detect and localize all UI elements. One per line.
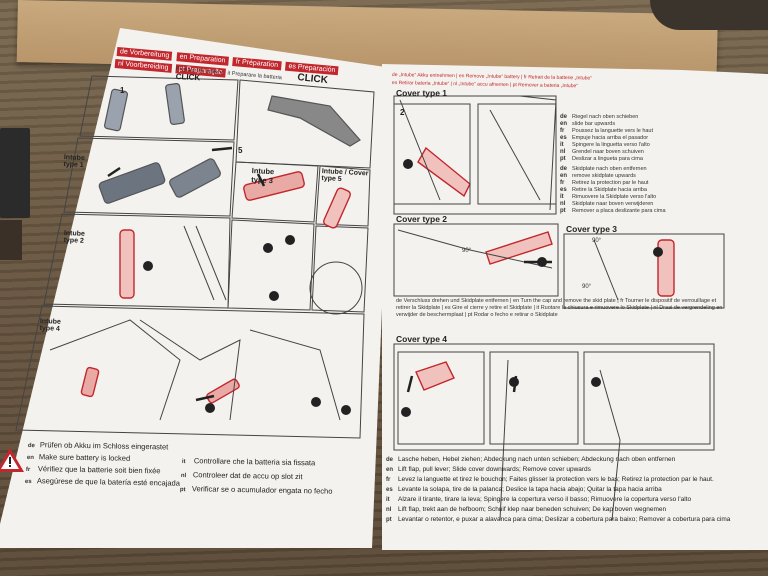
panel-label-intube-4: Intube type 4: [39, 318, 61, 333]
cover-2-3-caption: de Verschluss drehen und Skidplate entfe…: [396, 298, 723, 318]
cover-type-1-label: Cover type 1: [396, 88, 448, 98]
warning-triangle-icon: [0, 448, 24, 472]
cover-type-2-label: Cover type 2: [396, 214, 448, 224]
left-panel-frames: [15, 75, 375, 439]
black-object-left: [0, 128, 30, 218]
step-4-label: 4: [270, 292, 275, 301]
step-3-label: 3: [592, 378, 597, 387]
click-label-1: CLICK: [175, 72, 201, 83]
angle-label-3: 90°: [582, 284, 592, 290]
step-5-label: 5: [238, 146, 243, 155]
step-1-label: 1: [120, 86, 125, 95]
header-fr: fr Préparation: [232, 57, 282, 71]
panel-label-intube-1: Intube type 1: [63, 154, 85, 170]
panel-label-intube-5: Intube / Cover type 5: [321, 168, 369, 184]
panel-label-intube-2: Intube type 2: [63, 230, 85, 245]
step-number-markers: [143, 159, 663, 417]
cover-type-4-label: Cover type 4: [396, 334, 448, 344]
red-highlights: [80, 146, 675, 404]
panel-label-intube-3: Intube type 3: [251, 166, 275, 186]
manual-right-page: [382, 64, 768, 550]
battery-drawings: [98, 83, 361, 204]
dark-object: [650, 0, 768, 30]
header-nl: nl Voorbereiding: [114, 58, 172, 73]
right-panel-frames: [393, 95, 725, 451]
angle-label-2: 90°: [592, 238, 602, 244]
angle-label-1: 90°: [462, 248, 472, 254]
cover-type-3-label: Cover type 3: [566, 224, 618, 234]
object-left-lower: [0, 220, 22, 260]
step-2-label: 2: [400, 108, 405, 117]
